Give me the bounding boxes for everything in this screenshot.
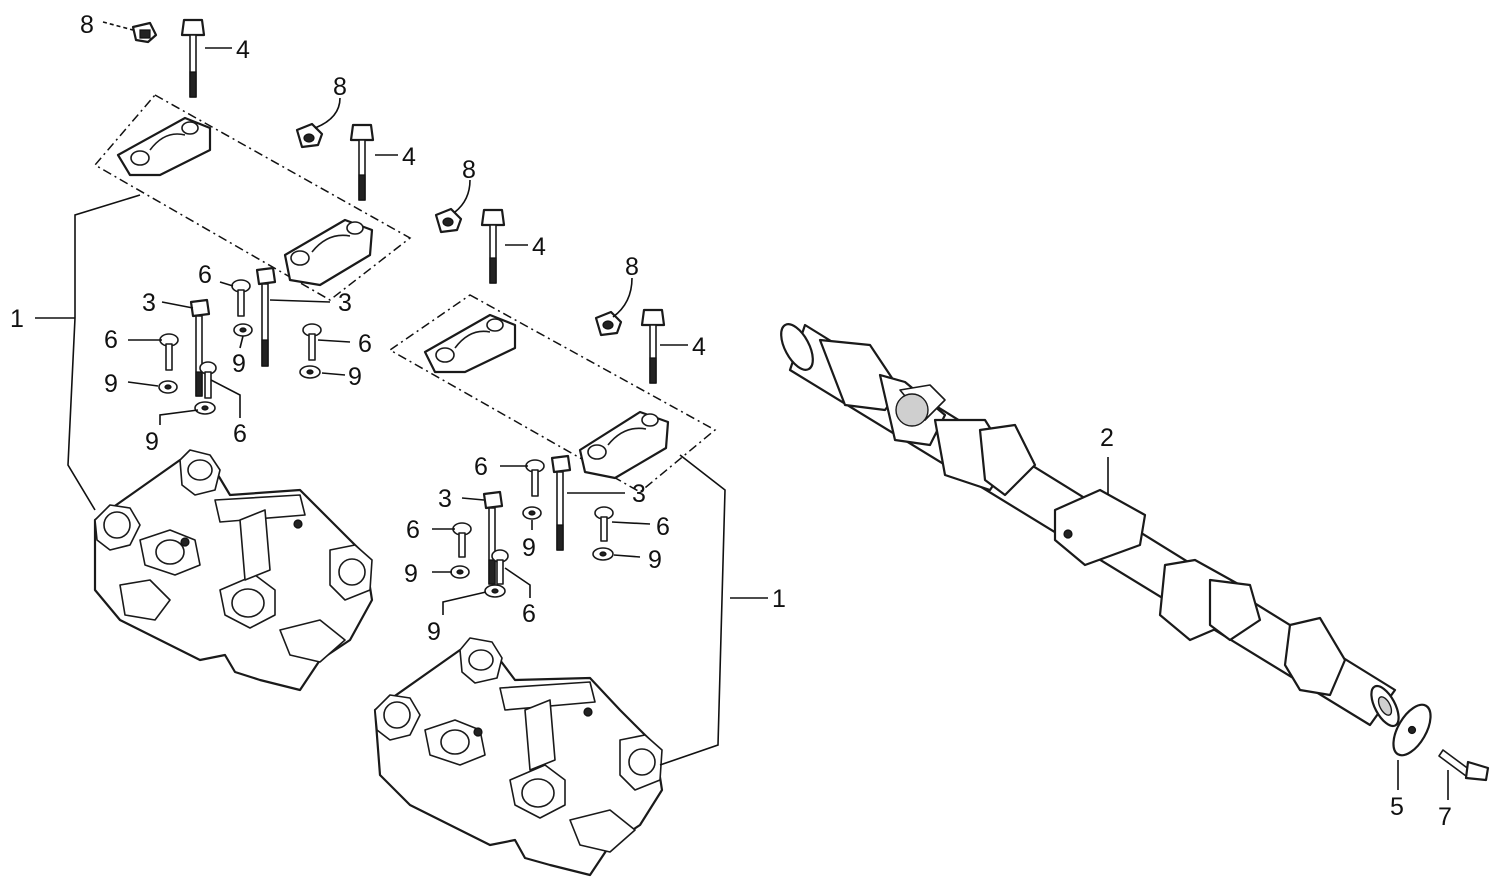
camshaft-end-washer — [1392, 703, 1432, 757]
callout-stud-3d: 3 — [632, 480, 646, 508]
holder-cover-plate-left — [93, 94, 412, 301]
callout-bolt-6a: 6 — [198, 261, 212, 289]
flange-bolt-4d — [640, 308, 666, 384]
callout-bolt-6f: 6 — [406, 516, 420, 544]
callout-head-left: 1 — [10, 305, 24, 333]
callout-nut-8d: 8 — [625, 253, 639, 281]
callout-stud-3b: 3 — [338, 289, 352, 317]
callout-washer-9a: 9 — [104, 370, 118, 398]
callout-bolt-4b: 4 — [402, 143, 416, 171]
right-small-hardware — [450, 454, 614, 598]
callout-washer-9g: 9 — [648, 546, 662, 574]
holder-cover-plate-right — [388, 294, 717, 493]
camshaft — [780, 323, 1400, 728]
callout-bolt-6e: 6 — [474, 453, 488, 481]
flange-nut-8a — [131, 21, 158, 44]
camshaft-holder-left — [93, 449, 374, 692]
flange-nut-8b — [295, 122, 324, 149]
callout-washer-9c: 9 — [348, 363, 362, 391]
left-small-hardware — [158, 266, 322, 415]
flange-bolt-4c — [480, 208, 506, 284]
callout-bolt-6c: 6 — [358, 330, 372, 358]
flange-bolt-4b — [349, 123, 375, 201]
camshaft-holder-right — [373, 637, 664, 877]
leader-lines — [35, 21, 1449, 800]
callout-washer-5: 5 — [1390, 793, 1404, 821]
callout-bolt-6h: 6 — [522, 600, 536, 628]
callout-stud-3c: 3 — [438, 485, 452, 513]
callout-bolt-4d: 4 — [692, 333, 706, 361]
camshaft-end-bolt — [1438, 749, 1490, 782]
callout-nut-8b: 8 — [333, 73, 347, 101]
flange-nut-8d — [594, 310, 623, 337]
callout-bolt-4a: 4 — [236, 36, 250, 64]
callout-nut-8a: 8 — [80, 11, 94, 39]
callout-bolt-4c: 4 — [532, 233, 546, 261]
callout-bolt-6b: 6 — [104, 326, 118, 354]
callout-head-right: 1 — [772, 585, 786, 613]
callout-washer-9d: 9 — [145, 428, 159, 456]
callout-nut-8c: 8 — [462, 156, 476, 184]
callout-labels: 1 1 2 3 3 3 3 4 4 4 4 5 6 6 6 6 6 6 6 6 … — [10, 11, 1452, 831]
flange-nut-8c — [434, 207, 463, 234]
callout-camshaft: 2 — [1100, 424, 1114, 452]
flange-bolt-4a — [180, 18, 206, 98]
callout-washer-9b: 9 — [232, 350, 246, 378]
callout-bolt-6d: 6 — [233, 420, 247, 448]
callout-bolt-7: 7 — [1438, 803, 1452, 831]
callout-washer-9f: 9 — [404, 560, 418, 588]
callout-stud-3a: 3 — [142, 289, 156, 317]
callout-washer-9e: 9 — [522, 534, 536, 562]
callout-bolt-6g: 6 — [656, 513, 670, 541]
callout-washer-9h: 9 — [427, 618, 441, 646]
